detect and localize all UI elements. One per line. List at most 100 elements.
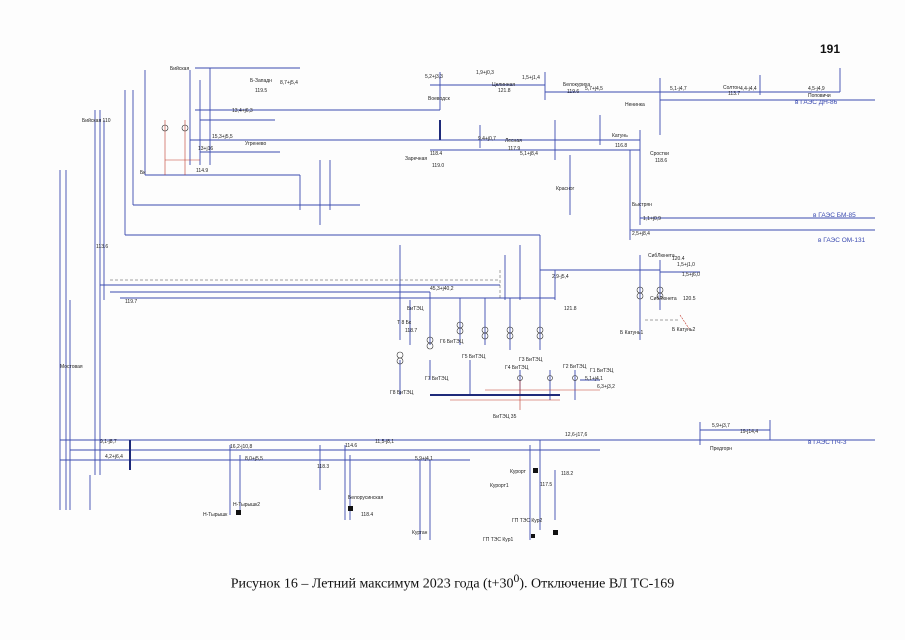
voltage: 119.0	[432, 163, 444, 169]
figure-caption: Рисунок 16 – Летний максимум 2023 года (…	[0, 572, 905, 593]
label-biyskaya: Бийская	[170, 65, 189, 72]
voltage: 117.9	[508, 146, 520, 152]
voltage: 118.2	[561, 471, 573, 477]
label-kurort1: Курорт1	[490, 483, 509, 489]
flow: 1,5+j6,0	[682, 272, 700, 278]
flow: 15,3+j5,5	[212, 134, 233, 140]
label-bitets: БиТЭЦ	[407, 306, 424, 312]
label-g7: Г7 БиТЭЦ	[425, 376, 449, 382]
voltage: 119.5	[255, 88, 267, 94]
flow: 4,5-j4,9	[808, 86, 825, 92]
flow: 2,5+j8,4	[632, 231, 650, 237]
out-pch3: в ГАЭС ПЧ-3	[808, 439, 847, 446]
flow: 5,2+j3,3	[425, 74, 443, 80]
label-g1: Г1 БиТЭЦ	[590, 368, 614, 374]
caption-superscript: 0	[513, 572, 520, 585]
voltage: 121.8	[498, 88, 511, 94]
red-lines	[164, 120, 691, 410]
voltage: 120.4	[672, 256, 685, 262]
flow: 6,3+j3,2	[597, 384, 615, 390]
label-sibl1: СибЛюнета	[648, 253, 675, 259]
label-t8bk: Т 8 Бк	[397, 320, 412, 326]
voltage: 119.6	[567, 89, 579, 95]
label-srostki: Сростки	[650, 151, 669, 157]
label-bkatun2: Б Катунь2	[672, 327, 695, 333]
voltage: 113.7	[728, 91, 740, 97]
flow: 5,9+j4,1	[415, 456, 433, 462]
label-lesnaya: Лесная	[505, 138, 522, 144]
flow: 8,0+j5,5	[245, 456, 263, 462]
label-belokurikha: Белокуриха	[563, 82, 590, 88]
voltage: 118.6	[655, 158, 667, 164]
label-biyskaya-110: Бийская 110	[82, 117, 111, 124]
flow: 5,1+j8,4	[520, 151, 538, 157]
label-ntyrysh2: Н-Тырышк2	[233, 502, 260, 508]
label-b-zapadn: Б-Западн	[250, 78, 272, 84]
label-popovichi: Поповичи	[808, 93, 831, 99]
label-bitets35: БиТЭЦ 35	[493, 414, 517, 420]
flow: 1,5+j1,4	[522, 75, 540, 81]
flow: 5,9+j3,7	[712, 423, 730, 429]
voltage: 114.6	[345, 443, 357, 449]
label-g6: Г6 БиТЭЦ	[440, 339, 464, 345]
flow: 1,1+j0,9	[643, 216, 661, 222]
voltage: 118.7	[405, 328, 417, 334]
flow: 1,9+j0,3	[476, 70, 494, 76]
voltage: 117.5	[540, 482, 552, 488]
label-kurort: Курорт	[510, 469, 527, 475]
flow: 13+j16	[198, 146, 213, 152]
label-ntyrysh1: Н-Тырышк	[203, 512, 228, 518]
label-g2: Г2 БиТЭЦ	[563, 364, 587, 370]
label-voevodsk: Воеводск	[428, 96, 451, 102]
flow: 5,7+j4,5	[585, 86, 603, 92]
voltage-labels: 113.6 119.5 114.9 113.7 118.4 121.8 119.…	[96, 88, 740, 518]
voltage: 114.9	[196, 168, 208, 174]
label-sibl2: СибЛюнета	[650, 296, 677, 302]
caption-text-end: ). Отключение ВЛ ТС-169	[519, 576, 675, 592]
label-kurgan: Курган	[412, 530, 428, 536]
voltage: 113.6	[96, 244, 108, 250]
label-bkatun1: Б Катунь1	[620, 330, 643, 336]
label-neninka: Ненинка	[625, 102, 645, 108]
flow: 9,4+j0,7	[478, 136, 496, 142]
label-ugrenevo: Угренево	[245, 141, 266, 147]
voltage: 118.4	[430, 151, 442, 157]
label-zarechnaya: Заречная	[405, 156, 427, 162]
label-bk: Бк	[140, 170, 146, 176]
voltage: 118.4	[361, 512, 373, 518]
flow: 9,1-j8,7	[100, 439, 117, 445]
flow: 4,2+j6,4	[105, 454, 123, 460]
busbars	[129, 120, 560, 470]
voltage: 120.5	[683, 296, 696, 302]
label-tselinnaya: Целинная	[492, 82, 515, 88]
label-solton: Солтон	[723, 85, 740, 91]
flow: 2,9-j5,4	[552, 274, 569, 280]
page-number: 191	[820, 42, 841, 56]
outgoing-labels: в ГАЭС ДН-86 в ГАЭС БМ-85 в ГАЭС ОМ-131 …	[795, 99, 866, 446]
flow: 13,4+j6,3	[232, 108, 253, 114]
voltage: 116.8	[615, 143, 627, 149]
label-gptes2: ГП ТЭС Кур2	[512, 518, 542, 524]
label-g3: Г3 БиТЭЦ	[519, 357, 543, 363]
network-lines	[59, 67, 875, 540]
voltage: 121.8	[564, 306, 577, 312]
generator-circle-icon	[161, 124, 664, 381]
label-predgorn: Предгорн	[710, 446, 732, 452]
flow: 11,5-j8,1	[375, 439, 394, 445]
flow: 16,2-j10,8	[230, 444, 252, 450]
dashed-links	[110, 270, 680, 321]
flow: 19-j14,4	[740, 429, 758, 435]
out-dn86: в ГАЭС ДН-86	[795, 99, 838, 106]
flow: 8,7+j5,4	[280, 80, 298, 86]
flow-labels: 5,2+j3,3 1,9+j0,3 1,5+j1,4 5,7+j4,5 5,1-…	[100, 70, 825, 462]
label-gptes1: ГП ТЭС Кур1	[483, 537, 513, 543]
label-g5: Г5 БиТЭЦ	[462, 354, 486, 360]
label-mostovaya: Мостовая	[60, 364, 83, 370]
flow: 5,1+j4,1	[585, 376, 603, 382]
voltage: 119.7	[125, 299, 137, 305]
out-bm85: в ГАЭС БМ-85	[813, 212, 856, 219]
label-katun: Катунь	[612, 133, 628, 139]
